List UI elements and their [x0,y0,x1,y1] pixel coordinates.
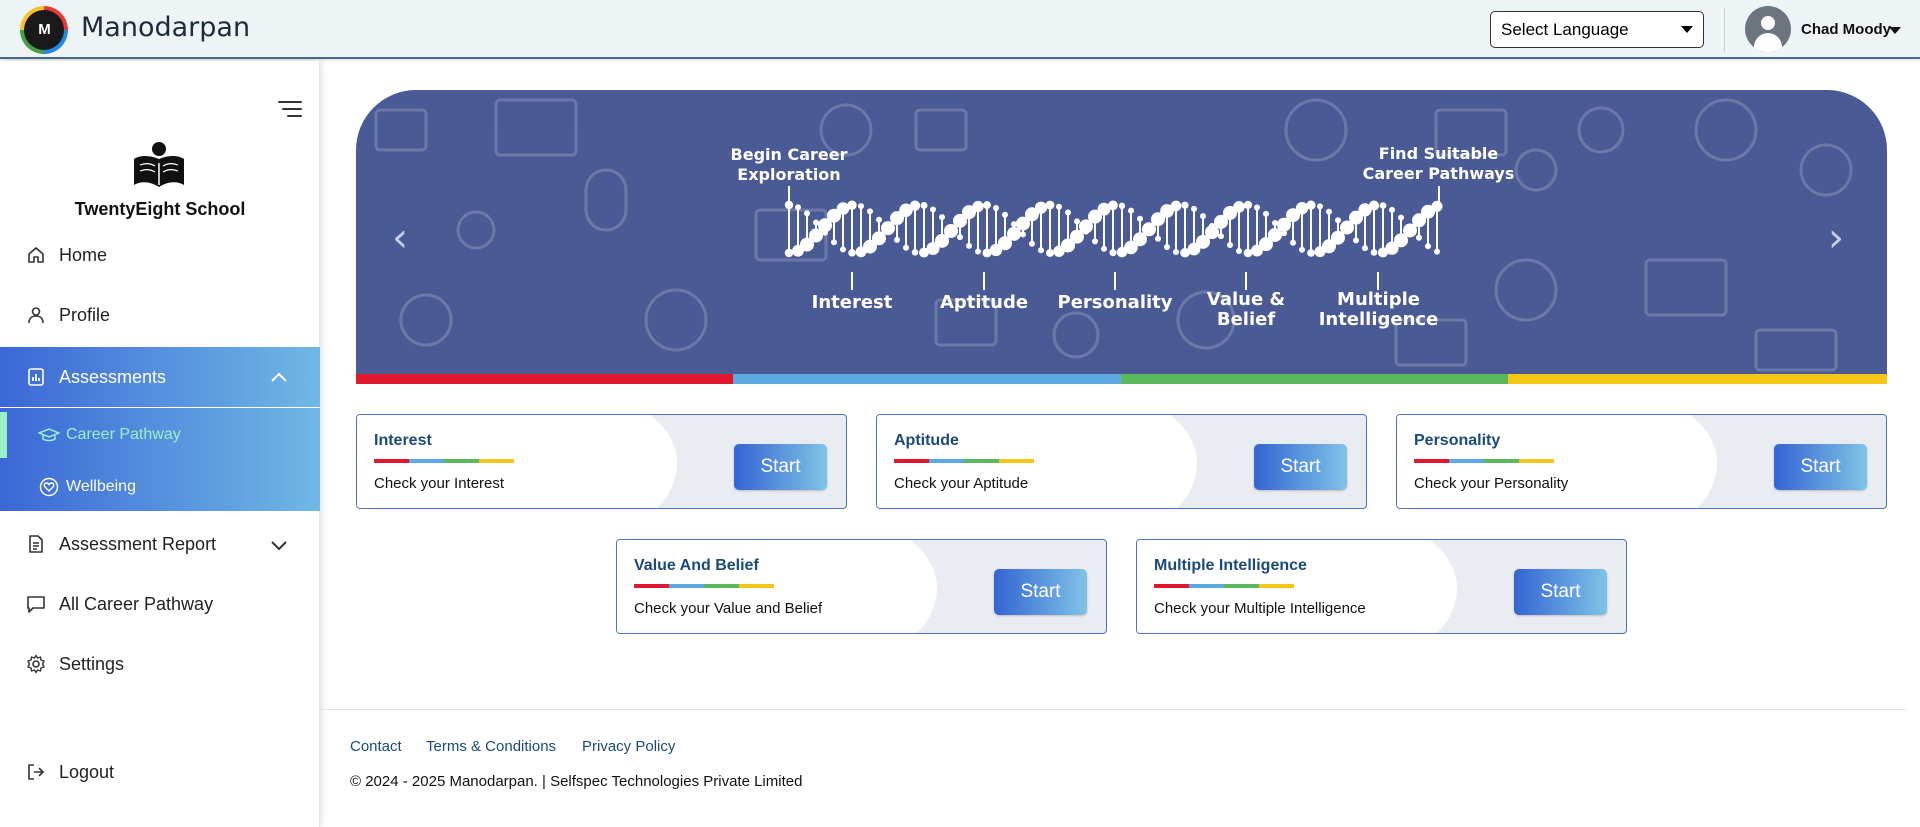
active-indicator [0,412,7,458]
sidebar-subitem-label: Career Pathway [66,426,181,443]
card-color-line [894,459,1034,463]
sidebar-subitem-label: Wellbeing [66,478,136,495]
school-name: TwentyEight School [74,199,246,219]
top-header: M Manodarpan Select Language Chad Moody [0,0,1920,59]
dna-helix-graphic [784,186,1443,290]
start-multiple-intelligence-button[interactable]: Start [1514,569,1607,615]
card-color-line [1154,584,1294,588]
sidebar-toggle-icon[interactable] [278,101,302,119]
card-description: Check your Interest [374,475,505,492]
card-title: Aptitude [894,432,959,449]
assessments-submenu: Career Pathway Wellbeing [0,408,320,511]
banner-label-interest: Interest [811,292,893,313]
heart-icon [38,476,60,498]
start-value-belief-button[interactable]: Start [994,569,1087,615]
footer-link-terms[interactable]: Terms & Conditions [426,738,557,755]
graduation-cap-icon [38,424,60,446]
sidebar-item-label: Assessments [59,366,167,387]
chat-icon [25,593,47,615]
chevron-up-icon[interactable] [270,367,288,388]
sidebar-subitem-wellbeing[interactable]: Wellbeing [0,464,320,510]
chevron-down-icon [1681,26,1693,33]
chevron-down-icon[interactable] [270,536,288,557]
card-color-line [1414,459,1554,463]
footer-link-privacy[interactable]: Privacy Policy [582,738,676,755]
sidebar-item-all-career-pathway[interactable]: All Career Pathway [0,580,320,628]
assessment-card-aptitude: Aptitude Check your Aptitude Start [876,414,1367,509]
card-title: Multiple Intelligence [1154,557,1307,574]
logout-icon [25,761,47,783]
gear-icon [25,653,47,675]
assessment-card-value-belief: Value And Belief Check your Value and Be… [616,539,1107,634]
card-title: Interest [374,432,432,449]
brand-name[interactable]: Manodarpan [81,12,251,43]
sidebar-item-label: All Career Pathway [59,593,214,614]
start-aptitude-button[interactable]: Start [1254,444,1347,490]
sidebar-item-label: Logout [59,761,115,782]
banner-label-begin: Begin Career Exploration [730,145,848,184]
sidebar-subitem-career-pathway[interactable]: Career Pathway [0,412,320,458]
banner-color-bar [356,374,1887,384]
card-title: Value And Belief [634,557,759,574]
assessment-card-multiple-intelligence: Multiple Intelligence Check your Multipl… [1136,539,1627,634]
header-divider [1724,8,1725,52]
sidebar-item-home[interactable]: Home [0,231,320,279]
card-color-line [374,459,514,463]
sidebar-item-label: Home [59,244,108,265]
carousel-next-icon[interactable]: › [1828,215,1844,261]
card-color-line [634,584,774,588]
banner-background-pattern [374,98,1853,372]
sidebar: TwentyEight School Home Profile Assessme… [0,61,320,827]
banner-bar-green [1121,374,1508,384]
footer-divider [320,709,1906,710]
home-icon [25,244,47,266]
brand-logo-mark: M [24,10,64,50]
footer-copyright: © 2024 - 2025 Manodarpan. | Selfspec Tec… [350,773,803,790]
user-icon [25,304,47,326]
banner-label-multiple-intelligence: Multiple Intelligence [1318,289,1439,330]
assessment-card-personality: Personality Check your Personality Start [1396,414,1887,509]
user-avatar[interactable] [1745,6,1791,52]
assessment-card-interest: Interest Check your Interest Start [356,414,847,509]
banner-bar-blue [733,374,1121,384]
footer-link-contact[interactable]: Contact [350,738,402,755]
avatar-head [1761,16,1775,30]
card-description: Check your Aptitude [894,475,1029,492]
sidebar-item-assessment-report[interactable]: Assessment Report [0,520,320,568]
banner-bar-red [356,374,733,384]
user-menu-name[interactable]: Chad Moody [1801,21,1891,38]
sidebar-item-settings[interactable]: Settings [0,640,320,688]
sidebar-item-label: Assessment Report [59,533,217,554]
card-description: Check your Value and Belief [634,600,823,617]
sidebar-item-logout[interactable]: Logout [0,748,320,796]
start-interest-button[interactable]: Start [734,444,827,490]
carousel-prev-icon[interactable]: ‹ [392,215,408,261]
avatar-body [1754,33,1782,52]
card-description: Check your Personality [1414,475,1569,492]
banner-label-find: Find Suitable Career Pathways [1362,144,1515,183]
card-description: Check your Multiple Intelligence [1154,600,1366,617]
sidebar-item-assessments[interactable]: Assessments [0,347,320,407]
user-menu-caret-icon[interactable] [1889,27,1901,34]
career-banner: ‹ › Begin Career Exploration Find Suitab… [356,90,1887,374]
start-personality-button[interactable]: Start [1774,444,1867,490]
card-title: Personality [1414,432,1501,449]
banner-label-aptitude: Aptitude [939,292,1029,313]
banner-bar-yellow [1508,374,1887,384]
banner-label-value-belief: Value & Belief [1206,289,1286,330]
brand-logo[interactable]: M [20,6,68,54]
banner-label-personality: Personality [1057,292,1173,313]
sidebar-item-profile[interactable]: Profile [0,291,320,339]
language-select-value: Select Language [1501,20,1629,39]
school-logo [134,142,184,187]
document-icon [25,533,47,555]
language-select[interactable]: Select Language [1490,11,1704,48]
sidebar-item-label: Profile [59,304,111,325]
sidebar-item-label: Settings [59,653,125,674]
chart-icon [25,366,47,388]
